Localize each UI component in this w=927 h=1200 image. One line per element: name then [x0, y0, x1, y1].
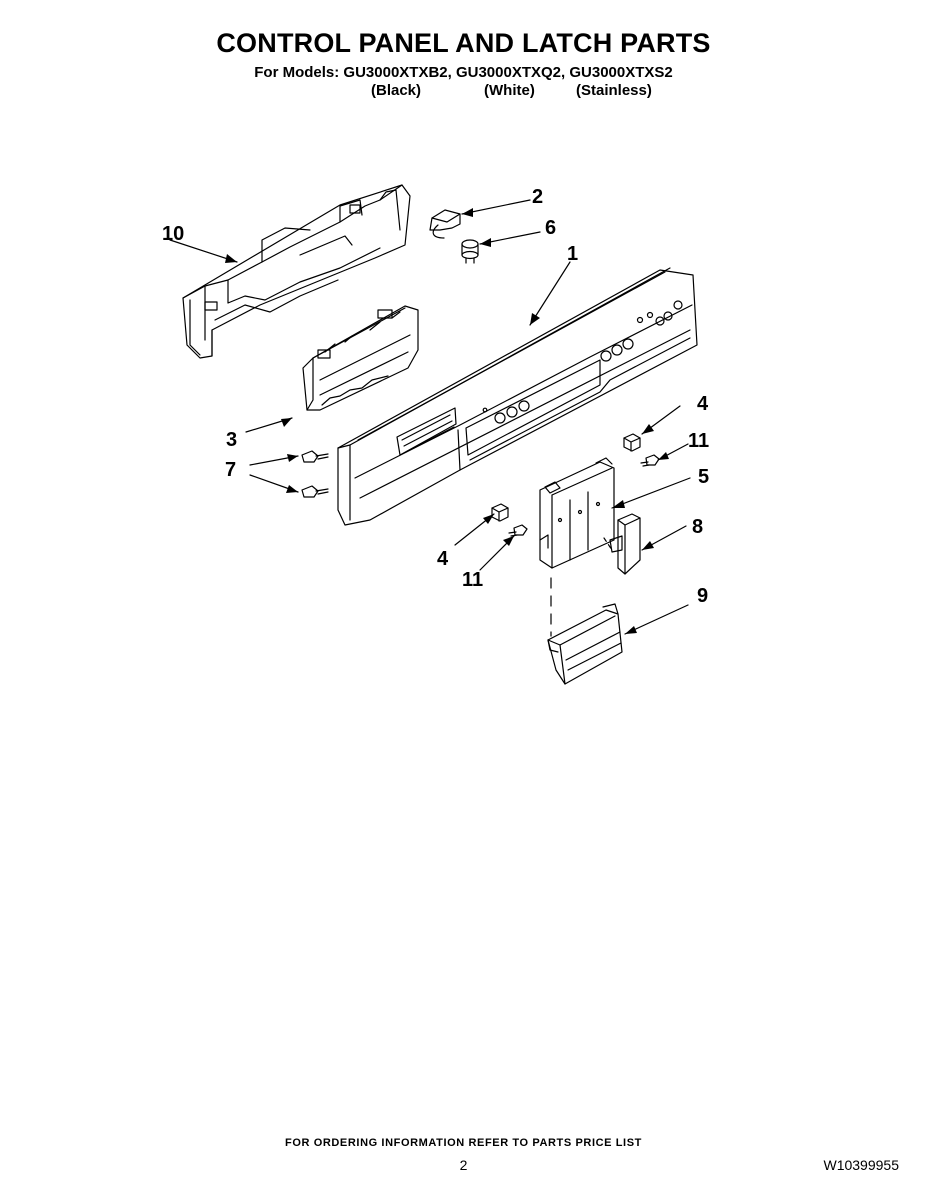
part-10-console-bracket [182, 184, 411, 359]
part-11-screw-upper [640, 454, 660, 467]
part-8-latch-hook [609, 513, 641, 575]
callout-11-upper: 11 [688, 430, 709, 452]
callout-8: 8 [692, 516, 703, 538]
part-1-control-panel [337, 267, 698, 526]
callout-7: 7 [225, 459, 236, 481]
variant-white: (White) [484, 82, 535, 99]
part-4-actuator-lower [491, 503, 509, 522]
part-6-button [461, 239, 479, 264]
variant-black: (Black) [371, 82, 422, 99]
callout-10: 10 [162, 223, 184, 245]
part-9-latch-bracket [547, 603, 623, 685]
callout-4-lower: 4 [437, 548, 449, 570]
callout-9: 9 [697, 585, 708, 607]
page-number: 2 [459, 1157, 468, 1173]
callout-4-upper: 4 [697, 393, 709, 415]
part-7-screws [301, 450, 329, 498]
variant-stainless: (Stainless) [576, 82, 652, 99]
document-id: W10399955 [823, 1157, 899, 1173]
part-2-clip [429, 209, 461, 239]
callout-5: 5 [698, 466, 709, 488]
callout-3: 3 [226, 429, 237, 451]
part-3-control-board [302, 305, 419, 411]
part-11-screw-lower [508, 524, 528, 537]
part-5-door-latch [539, 457, 615, 569]
part-4-actuator-upper [623, 433, 641, 452]
callout-6: 6 [545, 217, 556, 239]
callout-1: 1 [567, 243, 578, 265]
ordering-note: FOR ORDERING INFORMATION REFER TO PARTS … [285, 1137, 642, 1149]
page-title: CONTROL PANEL AND LATCH PARTS [216, 28, 711, 58]
callout-11-lower: 11 [462, 569, 483, 591]
callout-2: 2 [532, 186, 543, 208]
models-line: For Models: GU3000XTXB2, GU3000XTXQ2, GU… [254, 64, 673, 81]
